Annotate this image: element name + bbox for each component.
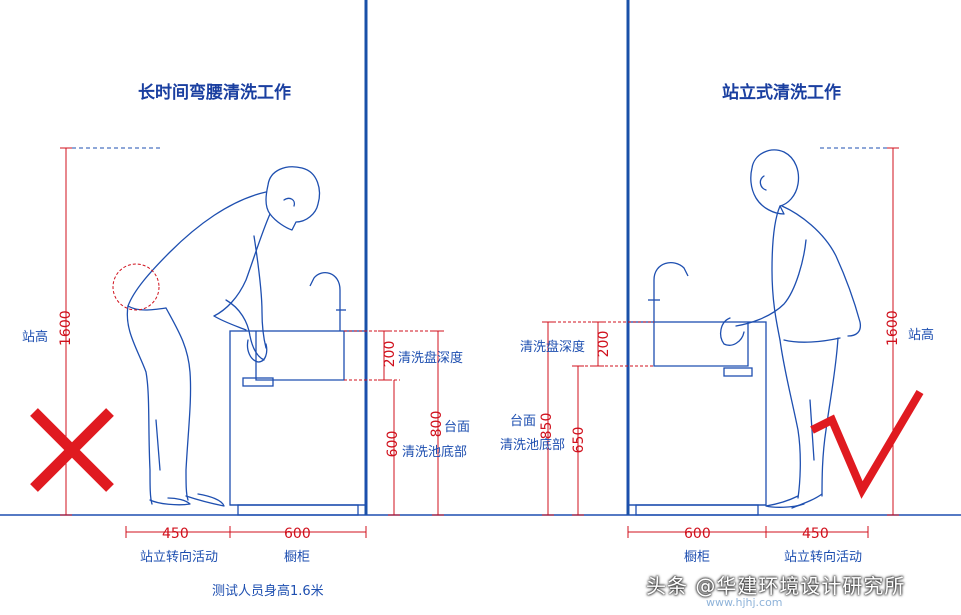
left-sink-depth-value: 200 <box>382 340 398 368</box>
left-activity-width-value: 450 <box>162 526 189 542</box>
right-sink-bottom-value: 650 <box>571 426 587 454</box>
right-upright-person-figure <box>719 149 862 509</box>
left-footnote: 测试人员身高1.6米 <box>212 584 324 599</box>
right-activity-width-value: 450 <box>802 526 829 542</box>
right-panel-title: 站立式清洗工作 <box>722 83 841 103</box>
watermark-text: 头条 @华建环境设计研究所 <box>646 574 906 598</box>
right-counter-label: 台面 <box>510 414 537 429</box>
watermark-subtext: www.hjhj.com <box>706 596 783 609</box>
right-width-dimensions <box>627 526 869 538</box>
left-counter-label: 台面 <box>444 420 471 435</box>
right-counter-dimension <box>542 321 554 516</box>
left-sink-depth-dimension <box>344 330 400 381</box>
cross-mark-icon <box>30 408 114 492</box>
left-counter-value: 800 <box>429 410 445 438</box>
right-sink-depth-label: 清洗盘深度 <box>520 340 586 355</box>
left-bent-person-figure <box>126 166 321 507</box>
right-sink-bottom-label: 清洗池底部 <box>500 438 566 453</box>
right-cabinet-width-value: 600 <box>684 526 711 542</box>
right-sink-depth-dimension <box>548 321 654 367</box>
left-activity-label: 站立转向活动 <box>140 550 219 565</box>
left-width-dimensions <box>125 526 367 538</box>
left-stand-height-value: 1600 <box>58 310 74 346</box>
left-lower-back-strain-circle <box>112 263 160 311</box>
check-mark-icon <box>810 389 924 499</box>
right-cabinet-label: 橱柜 <box>684 550 711 565</box>
left-cabinet-label: 橱柜 <box>284 550 311 565</box>
left-sink-bottom-label: 清洗池底部 <box>402 445 468 460</box>
left-cabinet <box>229 272 367 516</box>
left-sink-bottom-dimension <box>388 380 400 516</box>
right-sink-bottom-dimension <box>572 365 584 516</box>
right-cabinet <box>627 262 767 516</box>
left-stand-height-label: 站高 <box>22 330 49 345</box>
right-stand-height-label: 站高 <box>908 328 935 343</box>
right-sink-depth-value: 200 <box>596 330 612 358</box>
left-counter-dimension <box>400 330 444 516</box>
left-panel-title: 长时间弯腰清洗工作 <box>138 83 291 103</box>
left-sink-bottom-value: 600 <box>385 430 401 458</box>
left-sink-depth-label: 清洗盘深度 <box>398 351 464 366</box>
right-stand-height-value: 1600 <box>885 310 901 346</box>
right-activity-label: 站立转向活动 <box>784 550 863 565</box>
left-cabinet-width-value: 600 <box>284 526 311 542</box>
right-stand-height-dimension <box>887 147 899 516</box>
